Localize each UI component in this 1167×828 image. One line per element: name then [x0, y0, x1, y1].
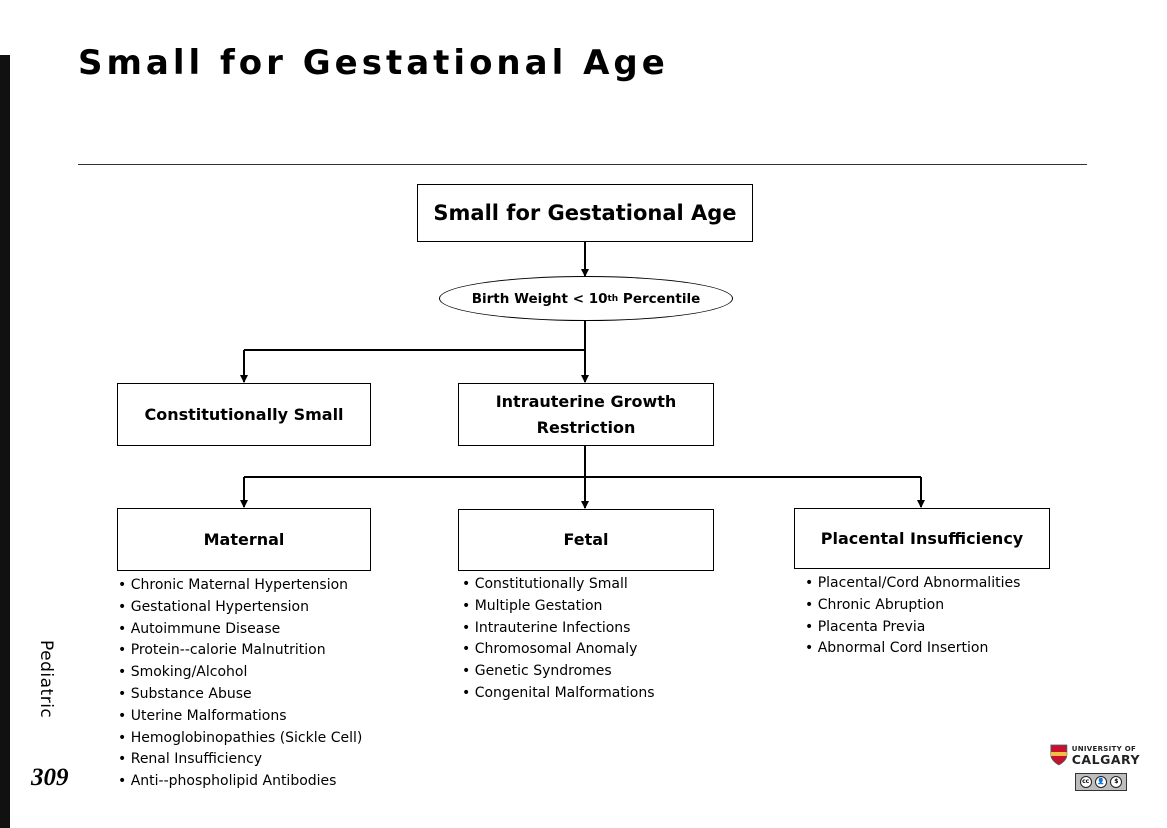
title-divider [78, 164, 1087, 165]
node-placental-insufficiency: Placental Insufficiency [794, 508, 1050, 569]
university-logo: UNIVERSITY OF CALGARY [1050, 744, 1140, 766]
list-item: Abnormal Cord Insertion [805, 638, 1020, 660]
logo-line-2: CALGARY [1071, 751, 1140, 767]
node-maternal: Maternal [117, 508, 371, 571]
list-item: Genetic Syndromes [462, 661, 654, 683]
list-item: Placental/Cord Abnormalities [805, 573, 1021, 595]
criterion-suffix: Percentile [618, 290, 701, 307]
logo-line-1: UNIVERSITY OF [1071, 744, 1137, 753]
list-item: Chronic Abruption [805, 595, 1020, 617]
section-side-label: Pediatric [36, 640, 56, 719]
list-item: Protein--calorie Malnutrition [118, 640, 362, 662]
list-item: Anti--phospholipid Antibodies [118, 771, 362, 793]
list-item: Gestational Hypertension [118, 597, 362, 619]
node-constitutionally-small: Constitutionally Small [117, 383, 371, 446]
node-intrauterine-growth-restriction: Intrauterine Growth Restriction [458, 383, 714, 446]
list-item: Substance Abuse [118, 684, 362, 706]
list-item: Multiple Gestation [462, 596, 654, 618]
attribution-icon: 👤 [1094, 776, 1107, 788]
list-item: Placenta Previa [805, 617, 1020, 639]
list-item: Constitutionally Small [462, 574, 654, 596]
list-item: Intrauterine Infections [462, 618, 654, 640]
list-item: Congenital Malformations [462, 683, 655, 705]
page-title: Small for Gestational Age [78, 43, 669, 83]
list-item: Renal Insufficiency [118, 749, 362, 771]
list-item: Smoking/Alcohol [118, 662, 362, 684]
creative-commons-icon: cc [1079, 776, 1092, 788]
list-item: Chronic Maternal Hypertension [118, 575, 362, 597]
node-small-for-gestational-age: Small for Gestational Age [417, 184, 753, 242]
left-edge-bar [0, 55, 10, 828]
list-item: Autoimmune Disease [118, 619, 362, 641]
list-item: Chromosomal Anomaly [462, 639, 654, 661]
fetal-causes-list: Constitutionally Small Multiple Gestatio… [462, 574, 655, 705]
page-number: 309 [31, 764, 69, 791]
criterion-prefix: Birth Weight < 10 [471, 290, 608, 307]
placental-causes-list: Placental/Cord Abnormalities Chronic Abr… [805, 573, 1021, 660]
university-crest-icon [1050, 744, 1068, 766]
noncommercial-icon: $ [1110, 776, 1123, 788]
maternal-causes-list: Chronic Maternal Hypertension Gestationa… [118, 575, 363, 793]
list-item: Uterine Malformations [118, 706, 362, 728]
node-fetal: Fetal [458, 509, 714, 571]
creative-commons-license-badge: cc 👤 $ [1075, 773, 1127, 791]
list-item: Hemoglobinopathies (Sickle Cell) [118, 728, 363, 750]
